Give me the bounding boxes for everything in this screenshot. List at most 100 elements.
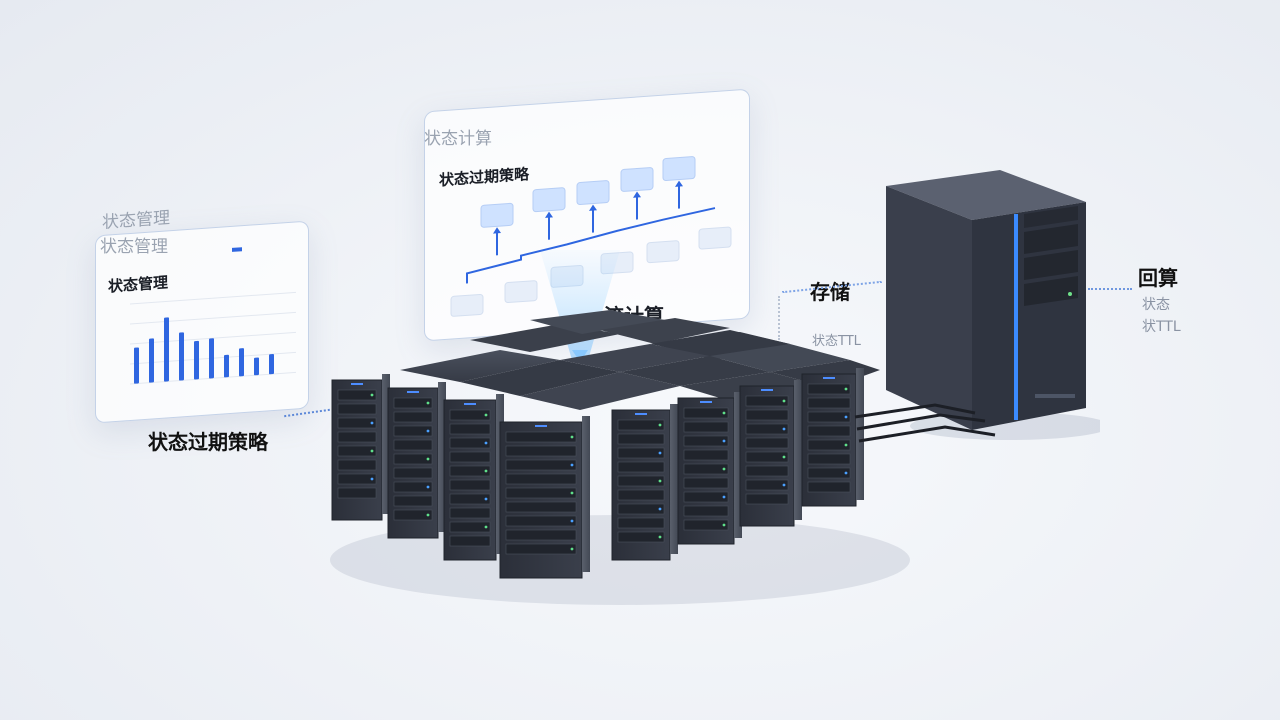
server-led xyxy=(844,471,848,475)
server-led xyxy=(570,463,574,467)
server-drive-slot xyxy=(617,447,665,459)
server-status-light xyxy=(700,401,712,403)
chart-bar xyxy=(209,338,214,379)
server-drive-slot xyxy=(505,445,577,457)
tree-arrowhead xyxy=(589,204,597,211)
tree-node-top xyxy=(620,167,654,192)
server-drive-slot xyxy=(505,487,577,499)
server-drive-slot xyxy=(617,475,665,487)
server-status-light xyxy=(761,389,773,391)
tree-arrowhead xyxy=(675,180,683,187)
server-drive-slot xyxy=(393,481,433,493)
chart-bar xyxy=(164,317,169,382)
server-led xyxy=(658,479,662,483)
bar-chart-group xyxy=(130,291,296,385)
server-drive-slot xyxy=(683,505,729,517)
server-led xyxy=(658,423,662,427)
storage-caption-title: 存储 xyxy=(810,280,850,304)
server-drive-slot xyxy=(683,519,729,531)
tower-server xyxy=(886,170,1100,440)
chart-bar xyxy=(194,340,199,380)
server-led xyxy=(570,547,574,551)
server-drive-slot xyxy=(505,473,577,485)
server-led xyxy=(426,513,430,517)
server-drive-slot xyxy=(337,487,377,499)
right-caption-line-1: 状态 xyxy=(1142,297,1170,313)
right-caption-title: 回算 xyxy=(1138,266,1178,290)
network-cables xyxy=(854,403,996,443)
server-cluster xyxy=(330,310,910,605)
server-drive-slot xyxy=(745,465,789,477)
server-drive-slot xyxy=(683,449,729,461)
tree-node-bottom xyxy=(504,280,538,304)
server-drive-slot xyxy=(505,431,577,443)
chart-gridline xyxy=(130,311,296,325)
chart-bar xyxy=(179,332,184,381)
server-drive-slot xyxy=(617,433,665,445)
server-drive-slot xyxy=(807,383,851,395)
server-drive-slot xyxy=(745,451,789,463)
server-led xyxy=(370,421,374,425)
tree-arrowhead xyxy=(633,191,641,198)
server-drive-slot xyxy=(683,463,729,475)
server-status-light xyxy=(407,391,419,393)
server-drive-slot xyxy=(683,491,729,503)
server-drive-slot xyxy=(745,409,789,421)
server-drive-slot xyxy=(505,529,577,541)
server-drive-slot xyxy=(449,521,491,533)
server-led xyxy=(782,399,786,403)
tree-group xyxy=(450,156,732,317)
server-drive-slot xyxy=(449,493,491,505)
server-drive-slot xyxy=(807,467,851,479)
server-drive-slot xyxy=(449,409,491,421)
state-computation-header: 状态计算 xyxy=(424,129,492,149)
server-drive-slot xyxy=(337,417,377,429)
server-drive-slot xyxy=(393,453,433,465)
tree-arrowhead xyxy=(545,211,553,218)
tree-node-top xyxy=(576,180,610,205)
server-led xyxy=(782,427,786,431)
server-led xyxy=(426,429,430,433)
server-drive-slot xyxy=(393,397,433,409)
server-led xyxy=(484,413,488,417)
tree-node-top xyxy=(480,202,514,228)
server-rack-side xyxy=(856,368,864,500)
server-drive-slot xyxy=(505,515,577,527)
chart-bar xyxy=(254,357,259,376)
chart-bar xyxy=(134,347,139,384)
chart-bar xyxy=(269,354,274,375)
chart-gridline xyxy=(130,291,296,305)
left-caption-title: 状态过期策略 xyxy=(148,430,268,454)
server-rack-side xyxy=(382,374,390,514)
server-led xyxy=(370,477,374,481)
server-drive-slot xyxy=(337,459,377,471)
server-led xyxy=(844,415,848,419)
tree-node-top xyxy=(532,187,566,213)
server-led xyxy=(844,387,848,391)
server-drive-slot xyxy=(393,509,433,521)
server-drive-slot xyxy=(617,419,665,431)
state-computation-panel: 状态过期策略 xyxy=(424,88,750,342)
server-drive-slot xyxy=(807,439,851,451)
server-drive-slot xyxy=(683,407,729,419)
server-led xyxy=(658,535,662,539)
chart-bar xyxy=(149,338,154,383)
tree-node-bottom xyxy=(646,240,680,264)
server-led xyxy=(658,507,662,511)
server-led xyxy=(570,491,574,495)
server-led xyxy=(782,455,786,459)
server-led xyxy=(722,523,726,527)
state-management-outer-label: 状态管理 xyxy=(100,237,168,257)
state-management-bar-chart xyxy=(130,291,296,385)
server-rack xyxy=(499,421,583,579)
server-led xyxy=(722,495,726,499)
server-drive-slot xyxy=(745,479,789,491)
server-led xyxy=(722,467,726,471)
server-status-light xyxy=(535,425,547,427)
state-management-panel: 状态管理 状态管理 xyxy=(95,208,309,424)
server-led xyxy=(844,443,848,447)
server-drive-slot xyxy=(683,421,729,433)
server-status-light xyxy=(823,377,835,379)
server-led xyxy=(484,469,488,473)
tree-node-top xyxy=(662,156,696,181)
